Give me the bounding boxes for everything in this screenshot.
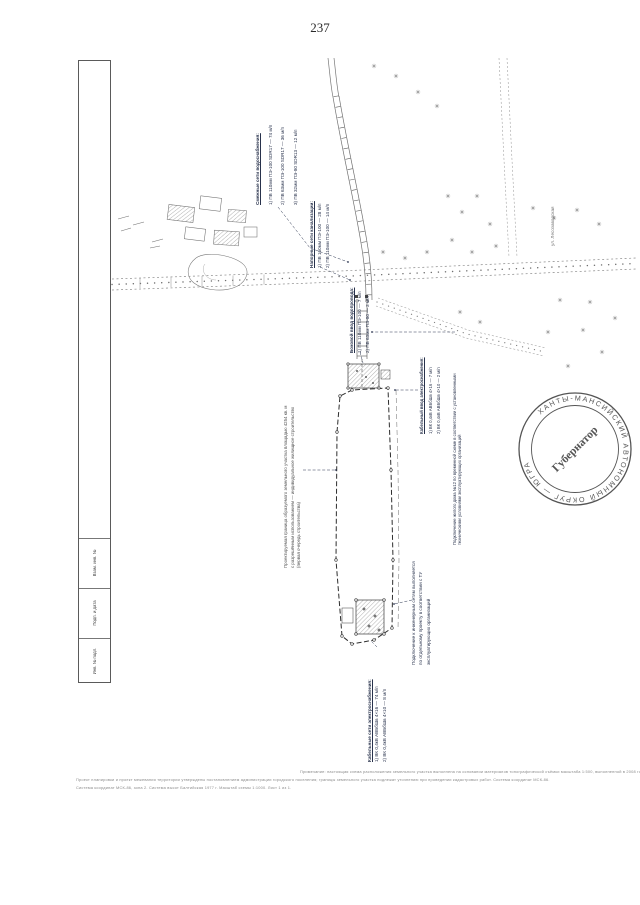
text-line: 2) ВК 0,4кВ АВБбШв 4×10 — 8 м/п	[381, 688, 387, 762]
leader-lines	[277, 206, 455, 648]
legend-sewer: Напорные сети канализации: 1) ПВ 160мм П…	[308, 168, 332, 268]
text-line: Проектируемая граница образуемого земель…	[283, 405, 288, 568]
side-road-north	[498, 57, 518, 258]
leader-endpoints	[335, 261, 396, 605]
footnote-line: Примечание: настоящая схема расположения…	[300, 769, 640, 774]
text-line: эксплуатирующих организаций	[425, 598, 431, 665]
legend-service-inlet: Боковой ввод водопровода: 1) ПВ 110мм ПЭ…	[348, 283, 372, 353]
legend-service-inlet-header: Боковой ввод водопровода:	[349, 287, 354, 353]
text-line: техническими условиями эксплуатирующих о…	[457, 434, 462, 545]
parcel-boundary	[334, 386, 400, 646]
note-parcel-boundary-lines: Проектируемая граница образуемого земель…	[283, 382, 303, 568]
text-line: Подключение к инженерным сетям выполняет…	[411, 561, 416, 665]
building-south	[341, 598, 386, 636]
text-line: по отдельному проекту в соответствии с Т…	[418, 571, 424, 665]
main-road	[111, 257, 637, 291]
legend-sewer-header: Напорные сети канализации:	[309, 201, 314, 268]
note-parcel-boundary: Проектируемая граница образуемого земель…	[283, 382, 303, 568]
text-line: 1) ПВ 160мм ПЭ-100 — 28 м/п	[317, 203, 322, 268]
page-number: 237	[310, 20, 330, 35]
note-connection-lines: Подключение жилого дома №12 по временной…	[452, 330, 462, 545]
stamp-inner-ring	[531, 405, 619, 493]
footnote-line: Проект планировки и проект межевания тер…	[76, 777, 550, 782]
text-line: 3) ПВ 32мм ПЭ-80 SDR13 — 12 м/п	[292, 129, 298, 206]
legend-power: Кабельные сети электроснабжения: 1) ВК 0…	[366, 648, 388, 762]
legend-water-lines: 1) ПВ 110мм ПЭ-100 SDR17 — 74 м/п 2) ПВ 6…	[265, 92, 303, 205]
legend-cable-inlet-header: Кабельный ввод электроснабжения:	[419, 357, 424, 434]
frame-cell-inv: Инв. № подл.	[92, 647, 97, 675]
text-line: 2) ПВ 63мм ПЭ-80 — 2 м/п	[365, 296, 370, 353]
legend-water-header: Смежные сети водоснабжения:	[255, 133, 260, 205]
text-line: (первая очередь строительства)	[296, 501, 302, 568]
frame-divider	[79, 588, 110, 589]
note-connection: Подключение жилого дома №12 по временной…	[452, 330, 462, 545]
frame-cell-vzam: Взам. инв. №	[92, 549, 97, 577]
street-label: ул. Лесозаводская	[550, 206, 555, 246]
building-north	[346, 362, 391, 390]
legend-water: Смежные сети водоснабжения: 1) ПВ 110мм …	[252, 92, 302, 205]
frame-divider	[79, 538, 110, 539]
note-utility-hookup-lines: Подключение к инженерным сетям выполняет…	[410, 556, 432, 665]
text-line: 1) ПВ 110мм ПЭ-100 SDR17 — 74 м/п	[267, 124, 273, 205]
frame-cell-podp: Подп. и дата	[92, 600, 97, 626]
footnote-line: Система координат МСК-86, зона 2. Систем…	[76, 785, 292, 790]
text-line: 2) ПВ 110мм ПЭ-100 — 14 м/п	[325, 203, 330, 268]
title-block-column: Взам. инв. № Подп. и дата Инв. № подл.	[78, 60, 111, 683]
text-line: с разрешённым использованием — индивидуа…	[289, 406, 295, 568]
governor-stamp: ХАНТЫ-МАНСИЙСКИЙ АВТОНОМНЫЙ ОКРУГ — ЮГРА…	[514, 388, 636, 510]
legend-power-header: Кабельные сети электроснабжения:	[367, 679, 372, 762]
text-line: 1) ВК 0,4кВ АВБбШв 4×16 — 74 м/п	[374, 686, 380, 762]
text-line: 2) ВК 0,4кВ АВБбШв 4×10 — 2 м/п	[436, 367, 442, 434]
vegetation	[371, 63, 618, 369]
legend-cable-inlet: Кабельный ввод электроснабжения: 1) ВК 0…	[418, 352, 444, 434]
driveway	[355, 295, 369, 388]
text-line: 1) ВК 0,4кВ АВБбШв 4×16 — 7 м/п	[427, 367, 433, 434]
frame-divider	[79, 638, 110, 639]
text-line: 2) ПВ 63мм ПЭ-100 SDR17 — 36 м/п	[280, 126, 285, 205]
stamp-outer-ring	[518, 392, 632, 506]
text-line: 1) ПВ 110мм ПЭ-100 — 7 м/п	[357, 291, 362, 353]
note-utility-hookup: Подключение к инженерным сетям выполняет…	[410, 556, 432, 665]
side-road-south	[375, 297, 547, 357]
stamp-center-text: Губернатор	[550, 424, 600, 474]
village-buildings	[117, 195, 258, 291]
curved-road	[327, 57, 373, 301]
